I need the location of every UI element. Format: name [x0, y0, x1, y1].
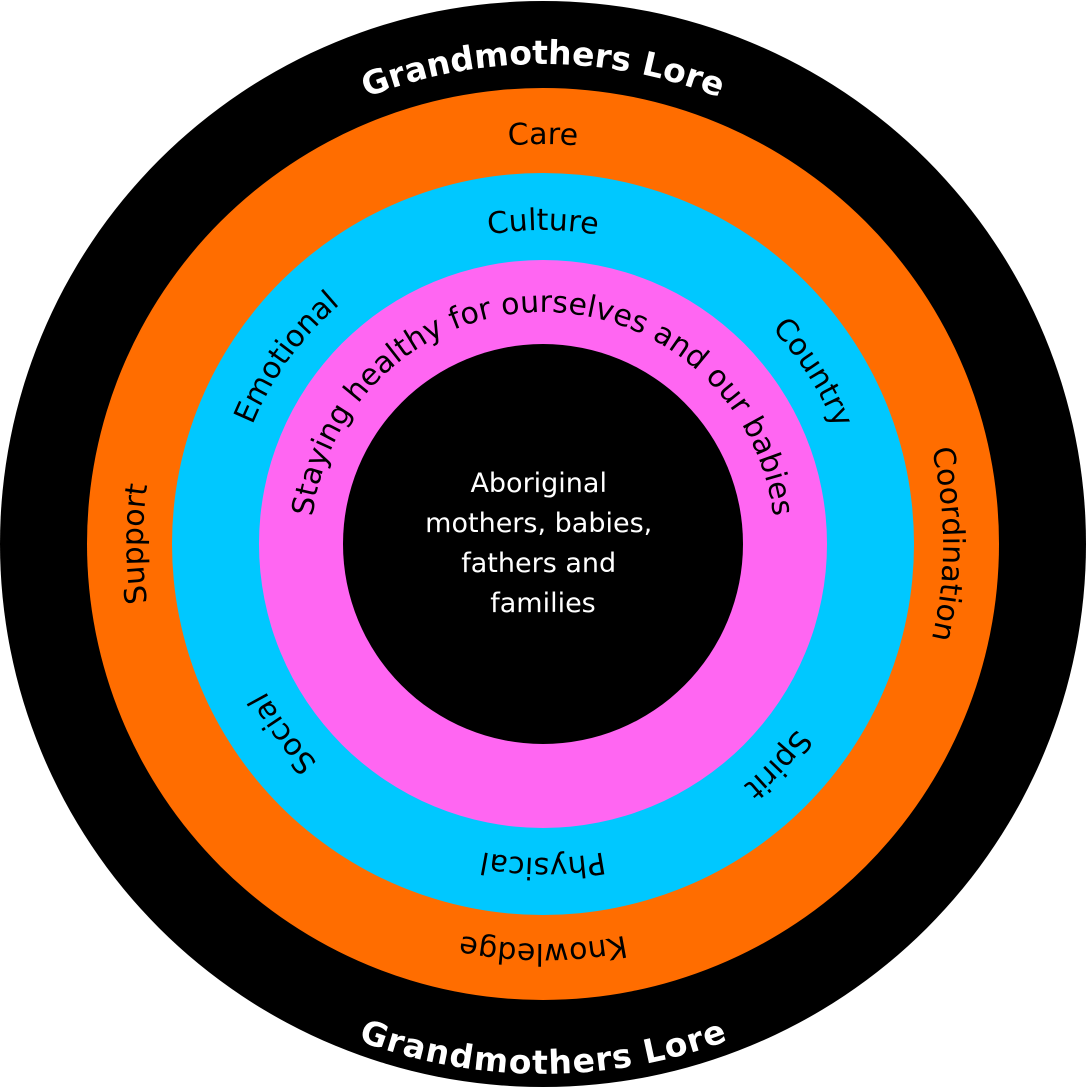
- center-line-2: mothers, babies,: [425, 508, 652, 539]
- cyan-label-culture: Culture: [485, 203, 601, 243]
- center-line-1: Aboriginal: [470, 468, 607, 499]
- cyan-label-physical: Physical: [477, 844, 608, 885]
- center-line-3: fathers and: [461, 548, 616, 579]
- center-label: Aboriginal mothers, babies, fathers and …: [425, 468, 661, 619]
- orange-label-support: Support: [116, 481, 155, 606]
- orange-label-care: Care: [507, 117, 580, 153]
- center-line-4: families: [490, 588, 596, 619]
- center-circle: [343, 344, 743, 744]
